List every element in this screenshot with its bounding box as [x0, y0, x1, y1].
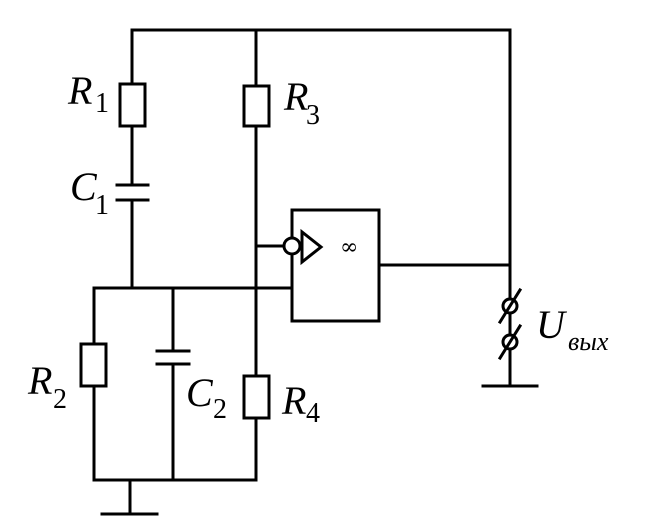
svg-text:вых: вых [568, 327, 609, 356]
label-c1: C 1 [70, 164, 109, 221]
svg-text:4: 4 [306, 398, 320, 429]
output-terminals [497, 287, 523, 361]
svg-text:U: U [536, 302, 568, 347]
label-output-voltage: U вых [536, 302, 609, 356]
svg-text:R: R [27, 358, 52, 403]
svg-text:C: C [186, 370, 214, 415]
capacitor-c1 [115, 183, 150, 202]
resistor-r3 [242, 84, 271, 128]
svg-text:R: R [283, 74, 308, 119]
label-c2: C 2 [186, 370, 227, 425]
svg-text:2: 2 [53, 384, 67, 415]
resistor-r2 [79, 342, 108, 388]
svg-text:R: R [281, 378, 306, 423]
op-amp: ∞ [282, 208, 381, 323]
svg-text:R: R [67, 68, 92, 113]
svg-text:C: C [70, 164, 98, 209]
inverting-input-circle [282, 236, 302, 256]
op-amp-infinity-symbol: ∞ [340, 235, 358, 260]
resistor-r1 [118, 82, 147, 128]
svg-text:1: 1 [95, 88, 109, 119]
wires [92, 28, 539, 516]
label-r4: R 4 [281, 378, 320, 429]
resistor-r4 [242, 374, 271, 420]
svg-text:2: 2 [213, 394, 227, 425]
svg-text:1: 1 [95, 190, 109, 221]
op-amp-triangle-icon [300, 228, 324, 266]
label-r2: R 2 [27, 358, 67, 415]
label-r3: R 3 [283, 74, 320, 131]
svg-text:3: 3 [306, 100, 320, 131]
op-amp-box [290, 208, 381, 323]
capacitor-c2 [155, 349, 191, 366]
label-r1: R 1 [67, 68, 109, 119]
